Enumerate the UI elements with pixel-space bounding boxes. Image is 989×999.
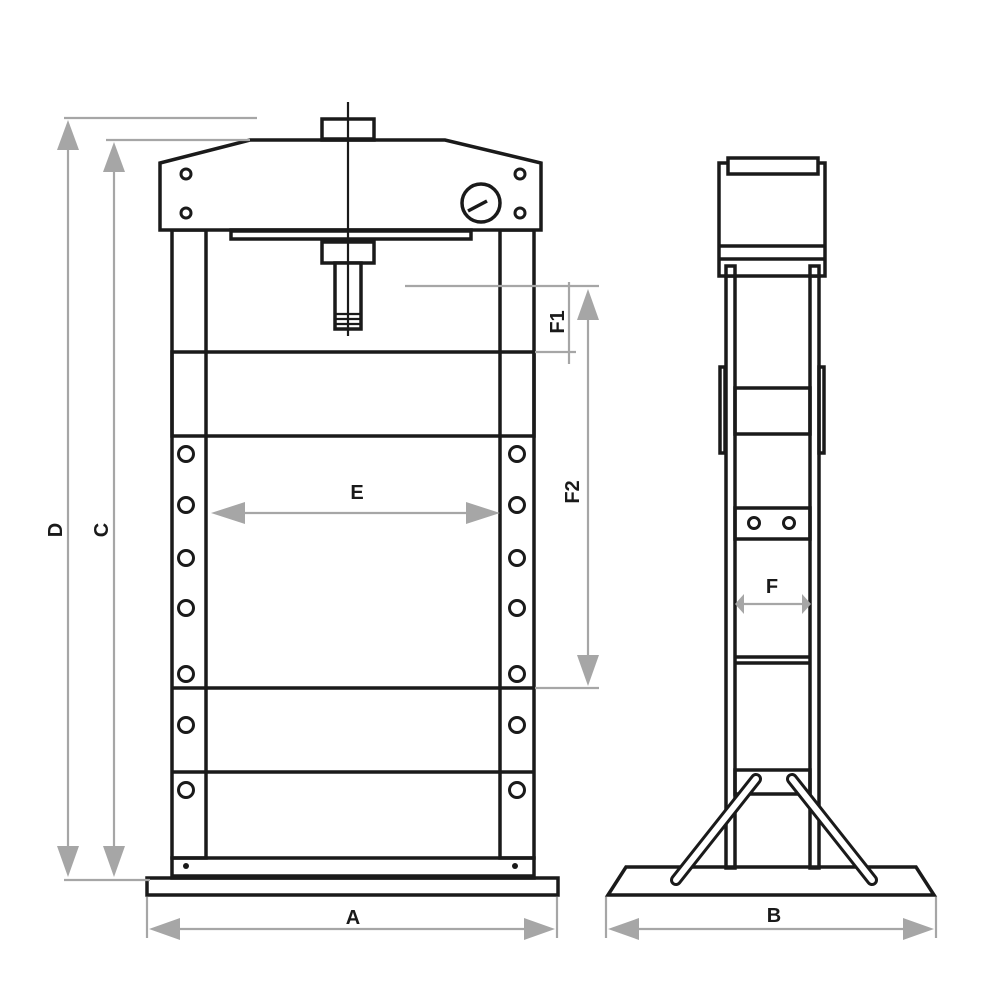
arrow-down-icon: [103, 846, 125, 877]
label-f1: F1: [547, 310, 569, 333]
left-column: [170, 228, 208, 860]
arrow-right-icon: [524, 918, 555, 940]
right-column: [498, 228, 536, 860]
label-d: D: [45, 523, 67, 537]
dimension-labels: A B E F D C F1 F2: [45, 310, 781, 929]
dimension-lines: [57, 116, 938, 940]
label-f2: F2: [562, 480, 584, 503]
label-e: E: [350, 482, 363, 504]
arrow-down-icon: [57, 846, 79, 877]
side-pin-plate: [733, 506, 812, 541]
arrow-left-icon: [211, 502, 245, 524]
arrow-left-icon: [735, 594, 744, 614]
side-view: [604, 156, 938, 897]
bolster-beam: [170, 350, 536, 438]
arrow-up-icon: [57, 120, 79, 150]
arrow-left-icon: [149, 918, 180, 940]
arrow-right-icon: [466, 502, 500, 524]
pressure-gauge-icon: [460, 182, 502, 224]
side-base: [604, 865, 938, 897]
side-bolster: [733, 386, 812, 436]
arrow-down-icon: [577, 655, 599, 686]
label-a: A: [346, 907, 360, 929]
front-view: [145, 102, 560, 897]
arrow-left-icon: [608, 918, 639, 940]
arrow-up-icon: [103, 142, 125, 172]
arrow-up-icon: [577, 289, 599, 320]
label-b: B: [767, 905, 781, 927]
arrow-right-icon: [802, 594, 811, 614]
label-f: F: [766, 576, 778, 598]
arrow-right-icon: [903, 918, 934, 940]
side-head: [717, 161, 827, 278]
press-head: [158, 138, 543, 232]
front-bottom-bar: [170, 856, 536, 880]
front-base-plate: [145, 876, 560, 897]
right-column-holes: [508, 445, 526, 799]
bolt-icon: [512, 863, 518, 869]
bolt-icon: [183, 863, 189, 869]
label-c: C: [91, 523, 113, 537]
left-column-holes: [177, 445, 195, 799]
